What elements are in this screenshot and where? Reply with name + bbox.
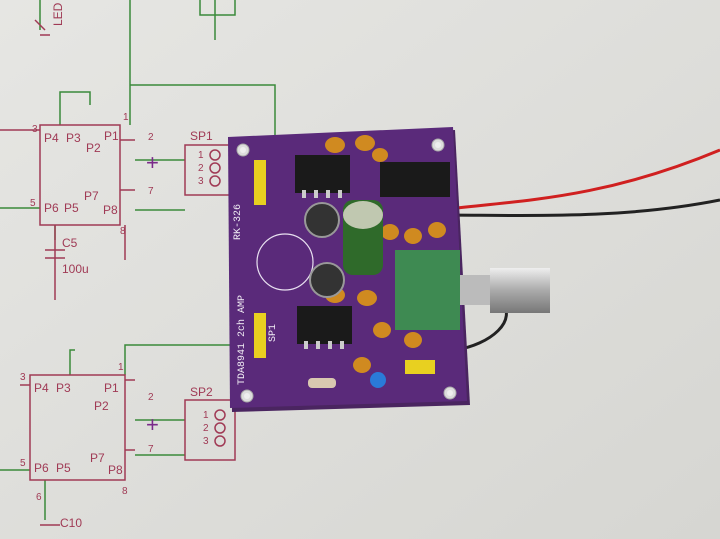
sp2-label: SP2 xyxy=(190,385,213,399)
pin-number: 8 xyxy=(120,226,126,237)
sp1-pin: 1 xyxy=(198,150,204,161)
plus-sign: + xyxy=(146,150,159,175)
lower-ic-pin: P6 xyxy=(34,461,49,475)
led-label: LED xyxy=(51,2,65,26)
c5-label: C5 xyxy=(62,236,78,250)
upper-ic-pin: P8 xyxy=(103,203,118,217)
lower-ic-pin: P7 xyxy=(90,451,105,465)
lower-ic-pin: P5 xyxy=(56,461,71,475)
pin-number: 3 xyxy=(32,124,38,135)
pot-knob xyxy=(490,268,550,313)
upper-ic-pin: P1 xyxy=(104,129,119,143)
c10-label: C10 xyxy=(60,516,82,530)
pin-number: 6 xyxy=(36,492,42,503)
pin-number: 2 xyxy=(148,392,154,403)
pin-number: 1 xyxy=(123,112,129,123)
plus-sign: + xyxy=(146,412,159,437)
pcb-board: RK-326 TDA8941 2ch AMP SP1 xyxy=(228,127,550,412)
upper-ic-pin: P4 xyxy=(44,131,59,145)
silkscreen-sp: SP1 xyxy=(268,324,279,342)
pin-number: 7 xyxy=(148,444,154,455)
pin-number: 5 xyxy=(20,458,26,469)
sp2-pin: 3 xyxy=(203,436,209,447)
pin-number: 5 xyxy=(30,198,36,209)
pin-number: 1 xyxy=(118,362,124,373)
sp2-pin: 2 xyxy=(203,423,209,434)
upper-ic-symbol xyxy=(39,124,121,226)
audio-jack xyxy=(380,162,450,197)
upper-ic-pin: P3 xyxy=(66,131,81,145)
electrolytic-cap xyxy=(309,262,345,298)
pin-number: 2 xyxy=(148,132,154,143)
sp1-pin: 2 xyxy=(198,163,204,174)
blue-led xyxy=(370,372,386,388)
lower-ic-pin: P2 xyxy=(94,399,109,413)
upper-ic-pin: P6 xyxy=(44,201,59,215)
upper-ic-pin: P5 xyxy=(64,201,79,215)
sp1-label: SP1 xyxy=(190,129,213,143)
lower-ic-pin: P4 xyxy=(34,381,49,395)
lower-ic-pin: P8 xyxy=(108,463,123,477)
electrolytic-cap xyxy=(304,202,340,238)
pin-number: 3 xyxy=(20,372,26,383)
silkscreen-title: TDA8941 2ch AMP xyxy=(236,295,248,385)
sp2-pin: 1 xyxy=(203,410,209,421)
black-wire xyxy=(439,198,720,218)
lower-ic-pin: P1 xyxy=(104,381,119,395)
lower-ic-symbol xyxy=(29,374,126,481)
red-wire xyxy=(439,148,720,212)
pin-number: 8 xyxy=(122,486,128,497)
yellow-headers xyxy=(254,160,435,374)
upper-ic-pin: P7 xyxy=(84,189,99,203)
upper-ic-pin: P2 xyxy=(86,141,101,155)
silkscreen-model: RK-326 xyxy=(233,204,244,240)
potentiometer xyxy=(395,250,460,330)
ic-chip-lower xyxy=(297,306,352,344)
ic-chip-upper xyxy=(295,155,350,193)
c5-value: 100u xyxy=(62,262,89,276)
lower-ic-pin: P3 xyxy=(56,381,71,395)
pin-number: 7 xyxy=(148,186,154,197)
sp1-pin: 3 xyxy=(198,176,204,187)
resistor xyxy=(308,378,336,388)
sp2-symbol xyxy=(184,399,236,461)
